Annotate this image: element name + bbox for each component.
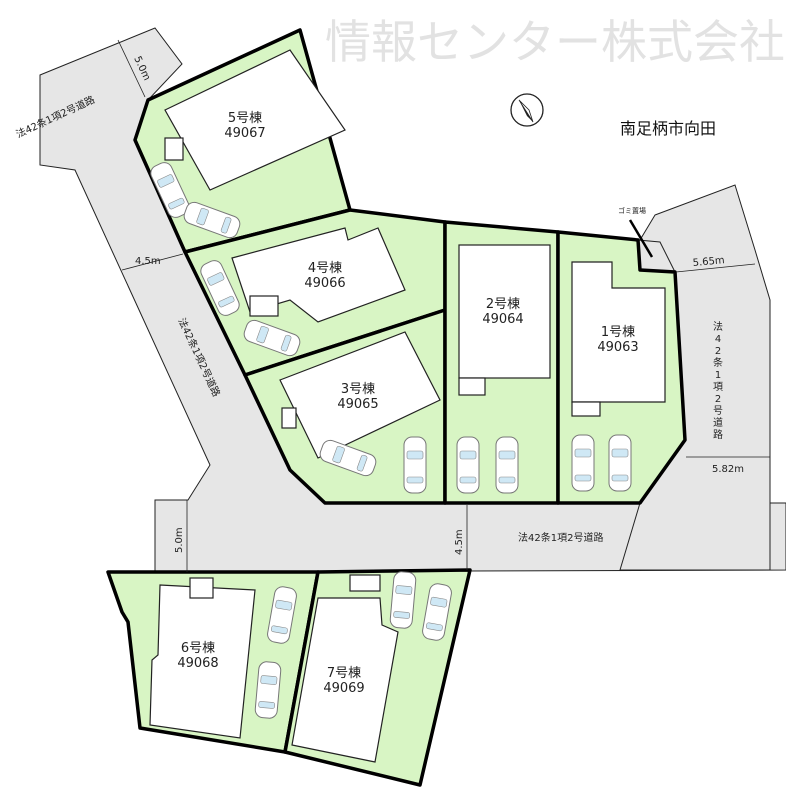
parked-car-icon xyxy=(150,162,190,218)
house-6 xyxy=(149,584,256,739)
watermark: 情報センター株式会社 xyxy=(325,15,785,69)
dimension-lines xyxy=(117,39,770,572)
lot-2-name: 2号棟 xyxy=(486,297,520,312)
lot-2-number: 49064 xyxy=(482,312,523,327)
lot-1-name: 1号棟 xyxy=(601,325,635,340)
lot-6-number: 49068 xyxy=(177,656,218,671)
road-label-bottom: 法42条1項2号道路 xyxy=(518,531,603,544)
house-1-porch xyxy=(571,401,601,417)
parked-car-icon xyxy=(456,436,480,494)
house-3-porch xyxy=(281,407,297,429)
house-7-porch xyxy=(349,574,381,592)
lot-5-number: 49067 xyxy=(224,126,265,141)
house-7 xyxy=(291,597,399,763)
house-3 xyxy=(279,331,441,459)
dim-lower-left: 5.0m xyxy=(174,527,185,553)
parked-car-icon xyxy=(183,201,241,239)
parked-car-icon xyxy=(254,661,282,719)
parked-car-icon xyxy=(200,260,240,316)
lot-3-name: 3号棟 xyxy=(341,382,375,397)
parked-car-icon xyxy=(608,434,632,492)
dim-bottom: 4.5m xyxy=(454,529,465,555)
parked-car-icon xyxy=(403,436,427,494)
lot-7-number: 49069 xyxy=(323,681,364,696)
parked-car-icon xyxy=(495,436,519,494)
north-arrow-icon xyxy=(510,93,544,127)
dim-right-top: 5.65m xyxy=(692,255,725,269)
lot-6-name: 6号棟 xyxy=(181,641,215,656)
parked-car-icon xyxy=(243,319,301,357)
dim-left: 4.5m xyxy=(135,256,161,267)
house-5-porch xyxy=(164,137,184,161)
lot-5-name: 5号棟 xyxy=(228,111,262,126)
dim-right-bottom: 5.82m xyxy=(712,464,744,475)
house-4-porch xyxy=(249,295,279,317)
lot-4-number: 49066 xyxy=(304,276,345,291)
house-6-porch xyxy=(189,577,214,599)
lot-4-name: 4号棟 xyxy=(308,261,342,276)
parked-car-icon xyxy=(422,583,452,641)
house-2 xyxy=(458,244,551,379)
house-5 xyxy=(164,49,346,191)
location-title: 南足柄市向田 xyxy=(620,119,716,138)
garbage-area-label: ゴミ置場 xyxy=(618,206,646,215)
parked-car-icon xyxy=(319,439,377,477)
parked-car-icon xyxy=(389,571,417,629)
house-2-porch xyxy=(458,377,486,396)
lot-1-number: 49063 xyxy=(597,340,638,355)
lot-3-number: 49065 xyxy=(337,397,378,412)
parked-car-icon xyxy=(267,586,297,644)
parked-car-icon xyxy=(571,434,595,492)
lot-7-name: 7号棟 xyxy=(327,666,361,681)
